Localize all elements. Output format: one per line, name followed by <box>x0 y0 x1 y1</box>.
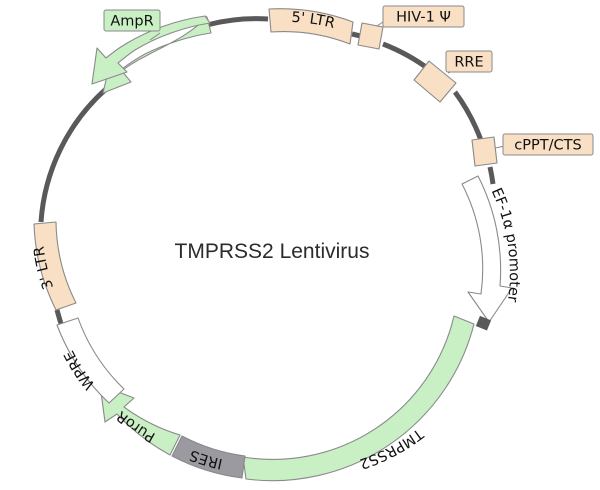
tmprss2-band-shape[interactable] <box>242 315 475 482</box>
backbone-segment-top <box>208 16 269 27</box>
feature-rre[interactable] <box>413 60 457 103</box>
hiv1-psi-shape[interactable] <box>357 22 384 50</box>
feature-three-prime-ltr[interactable]: 3' LTR <box>31 221 77 311</box>
backbone-segment-rre-cppt <box>452 90 485 144</box>
feature-five-prime-ltr[interactable]: 5' LTR <box>268 8 354 45</box>
three-prime-ltr-shape[interactable] <box>33 221 77 311</box>
ampr-label-group[interactable]: AmpR <box>103 9 161 41</box>
backbone-segment-cppt-ef1a <box>487 166 496 185</box>
hiv1-psi-label-text: HIV-1 Ψ <box>396 10 451 26</box>
cppt-cts-label-group[interactable]: cPPT/CTS <box>494 133 594 156</box>
feature-ires[interactable]: IRES <box>171 435 246 479</box>
plasmid-title: TMPRSS2 Lentivirus <box>175 240 370 263</box>
ampr-arrow-body[interactable] <box>91 15 211 85</box>
feature-ef1a-promoter[interactable]: EF-1α promoter <box>461 175 522 323</box>
rre-shape[interactable] <box>413 60 457 103</box>
ampr-arrow-shape[interactable] <box>102 16 212 94</box>
cppt-cts-shape[interactable] <box>471 136 498 167</box>
rre-label-text: RRE <box>454 55 483 71</box>
five-prime-ltr-shape[interactable] <box>268 8 354 45</box>
feature-ampr[interactable] <box>91 15 212 94</box>
feature-hiv1-psi[interactable] <box>357 22 384 50</box>
five-prime-ltr-label-text: 5' LTR <box>291 10 336 32</box>
hiv1-psi-label-box[interactable] <box>382 5 465 28</box>
five-prime-ltr-label: 5' LTR <box>291 10 336 32</box>
ef1a-tmprss2-junction <box>475 315 492 331</box>
hiv1-psi-label-group[interactable]: HIV-1 Ψ <box>376 5 465 28</box>
wpre-shape[interactable] <box>56 317 125 404</box>
ef1a-promoter-arrow-shape[interactable] <box>461 175 513 323</box>
cppt-cts-label-text: cPPT/CTS <box>514 138 581 154</box>
ampr-label-box[interactable] <box>103 9 161 32</box>
feature-cppt-cts[interactable] <box>471 136 498 167</box>
cppt-cts-label-box[interactable] <box>502 133 594 156</box>
ampr-leader-line <box>149 32 161 41</box>
rre-label-box[interactable] <box>445 50 493 73</box>
feature-wpre[interactable]: WPRE <box>56 317 125 404</box>
ires-band-shape[interactable] <box>171 435 246 479</box>
feature-tmprss2[interactable]: TMPRSS2 <box>242 315 475 482</box>
backbone-segment-psi-rre <box>382 41 432 73</box>
ampr-end-marker <box>205 15 211 24</box>
ampr-label-text: AmpR <box>110 14 153 30</box>
rre-label-group[interactable]: RRE <box>445 50 493 74</box>
backbone-segment-3ltr-ampr <box>38 87 108 223</box>
